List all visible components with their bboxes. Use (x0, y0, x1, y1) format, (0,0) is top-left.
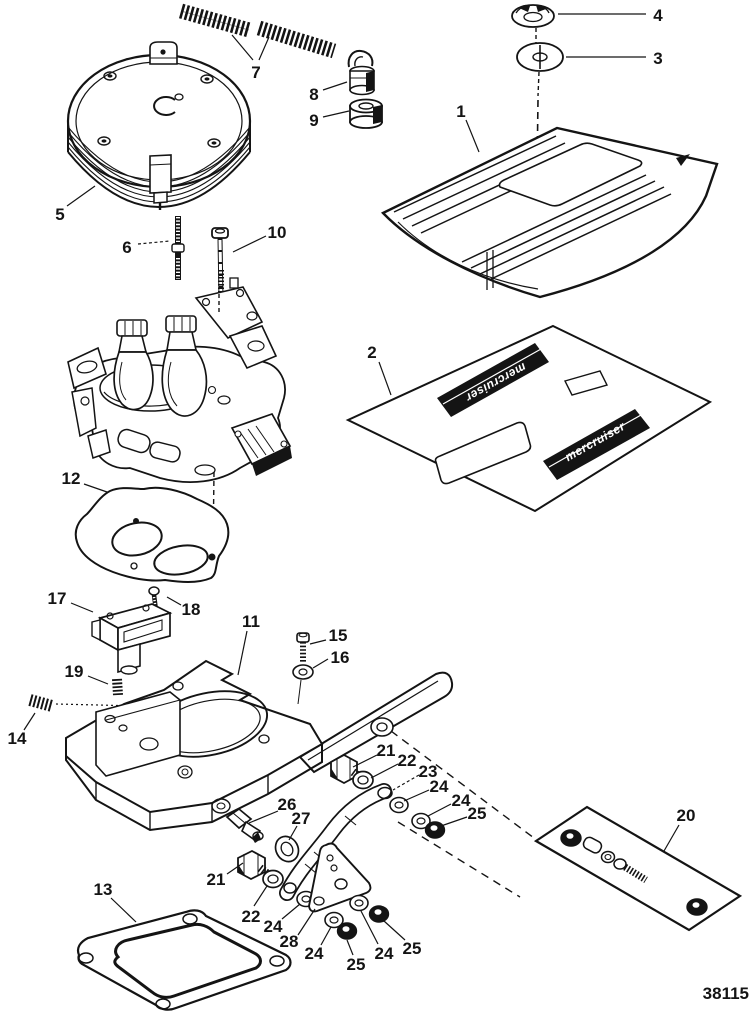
leader-lines (23, 13, 680, 956)
locknut-part25-c (368, 905, 390, 923)
washer-part24-d (324, 911, 344, 929)
callout-16: 16 (331, 648, 350, 667)
callout-13: 13 (94, 880, 113, 899)
callout-25b: 25 (347, 955, 366, 974)
bolt-part15 (296, 632, 310, 663)
callout-28: 28 (280, 932, 299, 951)
washer-part24-b (411, 812, 431, 830)
elbow-fitting-part8 (347, 49, 375, 96)
washer-part27 (274, 835, 300, 863)
drawing-number: 38115 (703, 984, 749, 1003)
callout-7: 7 (251, 63, 260, 82)
callout-10: 10 (268, 223, 287, 242)
locknut-part25-b (336, 922, 358, 940)
callout-22b: 22 (242, 907, 261, 926)
base-gasket-part13 (76, 909, 292, 1011)
callout-14: 14 (8, 729, 27, 748)
kit-reference-dashes (390, 730, 535, 898)
stud-part6 (171, 216, 185, 280)
nut-part21-lower (237, 849, 279, 884)
locknut-part4 (511, 4, 555, 28)
spring-part19 (112, 678, 123, 696)
callout-1: 1 (456, 102, 465, 121)
callout-25c: 25 (403, 939, 422, 958)
callout-5: 5 (55, 205, 64, 224)
callout-4: 4 (653, 6, 663, 25)
callout-11: 11 (242, 612, 260, 631)
link-kit-part20 (533, 805, 743, 932)
callout-20: 20 (677, 806, 696, 825)
callout-18: 18 (182, 600, 201, 619)
bolt-part10 (211, 227, 229, 299)
washer-part22-upper (352, 770, 374, 790)
callout-9: 9 (309, 111, 318, 130)
callout-24a: 24 (430, 777, 449, 796)
callout-24d: 24 (305, 944, 324, 963)
throttle-link-part23 (279, 783, 393, 901)
callout-3: 3 (653, 49, 662, 68)
callout-8: 8 (309, 85, 318, 104)
callout-26: 26 (278, 795, 297, 814)
callout-15: 15 (329, 626, 348, 645)
callout-24e: 24 (375, 944, 394, 963)
locknut-part25-a (424, 821, 446, 839)
flame-arrestor-cover-part1 (380, 126, 719, 299)
decal-sheet-part2: mercruiser mercruiser (345, 324, 713, 513)
callout-24b: 24 (452, 791, 471, 810)
callout-6: 6 (122, 238, 131, 257)
callout-24c: 24 (264, 917, 283, 936)
washer-part22-lower (262, 869, 284, 889)
callout-23: 23 (419, 762, 438, 781)
adapter-plate-part11 (65, 659, 454, 832)
callout-21a: 21 (377, 741, 396, 760)
washer-part16 (292, 664, 314, 705)
flame-arrestor-part5 (66, 41, 252, 210)
bushing-part9 (349, 98, 383, 129)
fitting-part26 (225, 807, 264, 843)
callout-labels: 1 2 3 4 5 6 7 8 9 10 11 12 13 14 15 16 1… (8, 6, 696, 974)
lever-plate-part28 (308, 842, 372, 913)
callout-19: 19 (65, 662, 84, 681)
callout-25a: 25 (468, 804, 487, 823)
washer-part24-e (349, 894, 369, 912)
callout-21b: 21 (207, 870, 226, 889)
callout-12: 12 (62, 469, 81, 488)
callout-17: 17 (48, 589, 67, 608)
spring-segments-part7 (178, 3, 337, 59)
callout-27: 27 (292, 809, 311, 828)
idle-module-part17 (91, 603, 173, 675)
washer-part24-a (389, 796, 409, 814)
gasket-part12 (74, 486, 230, 583)
washer-part3 (516, 42, 564, 72)
callout-2: 2 (367, 343, 376, 362)
callout-22a: 22 (398, 751, 417, 770)
